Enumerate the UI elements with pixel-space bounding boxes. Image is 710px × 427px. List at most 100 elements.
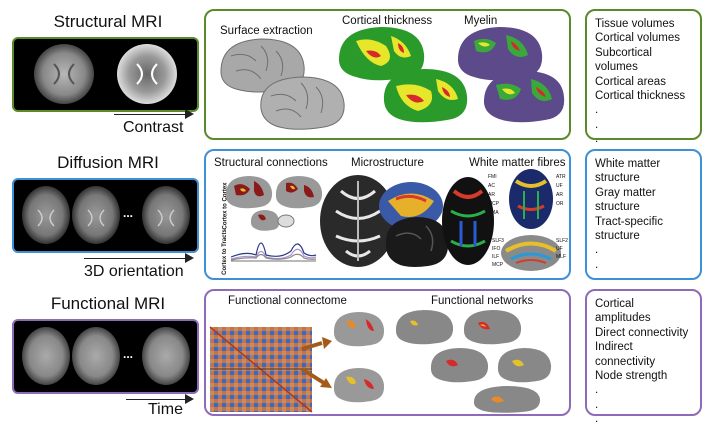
diffusion-measure-item: structure (595, 230, 640, 243)
microstructure-3d-brain (385, 217, 449, 267)
diffusion-measure-item: Gray matter (595, 186, 656, 199)
diffusion-scan-ellipsis: ... (123, 206, 134, 220)
tract-labels-right-bottom: SLF2 UF MLF (556, 237, 568, 261)
tract-labels-left-top: FMI AC AR MCP FMA (488, 173, 499, 218)
structural-measure-item: Subcortical volumes (595, 46, 652, 74)
tract-label: FMA (488, 210, 499, 216)
matrix-diagonal (209, 326, 313, 413)
structural-measure-item: Cortical volumes (595, 32, 680, 45)
cortical-thickness-label: Cortical thickness (342, 15, 433, 27)
tract-profile-plot (230, 242, 317, 262)
structural-brain-slices (34, 44, 177, 104)
connectome-brain-bottom (333, 368, 385, 403)
functional-measure-item: Indirect connectivity (595, 341, 656, 368)
diffusion-renders (225, 169, 561, 271)
functional-measure-item: Cortical amplitudes (595, 298, 651, 325)
structural-measure-item: . (595, 118, 599, 131)
structural-measure-item: . (595, 104, 599, 117)
functional-measures-list: Cortical amplitudes Direct connectivity … (585, 289, 702, 425)
structural-measure-item: Cortical areas (595, 75, 666, 88)
structural-mri-title: Structural MRI (53, 12, 163, 31)
diffusion-scan-thumbnail: ... (12, 178, 199, 253)
diffusion-measure-item: structure (595, 172, 640, 185)
network-brain-3 (430, 348, 489, 383)
tract-label: UF (556, 246, 563, 252)
microstructure-axial-fa (320, 175, 396, 267)
fibres-tract-atlas-top (509, 169, 553, 229)
functional-measure-item: Node strength (595, 370, 668, 383)
tract-labels-right-top: ATR UF AR OR (556, 173, 566, 209)
diffusion-measures-list: White matter structure Gray matter struc… (585, 149, 702, 280)
tract-label: AC (488, 183, 495, 189)
functional-networks-label: Functional networks (431, 295, 534, 307)
tract-label: MLF (556, 254, 566, 260)
network-brain-2 (463, 310, 522, 345)
tract-label: SLF2 (556, 238, 568, 244)
structural-brain-renders (220, 27, 565, 130)
structural-measures-list: Tissue volumes Cortical volumes Subcorti… (585, 9, 702, 145)
functional-panel: Functional connectome Functional network… (204, 289, 571, 416)
myelin-map-1 (457, 27, 543, 81)
diffusion-measure-item: . (595, 258, 599, 271)
white-matter-fibres-label: White matter fibres (469, 157, 566, 169)
microstructure-label: Microstructure (351, 157, 424, 169)
tract-label: ATR (556, 174, 566, 180)
tract-label: MCP (492, 262, 504, 268)
diffusion-measure-item: White matter (595, 158, 661, 170)
diffusion-brain-slices (22, 186, 190, 244)
matrix-to-brain-arrows (300, 337, 332, 388)
tract-label: MCP (488, 201, 500, 207)
network-brain-1 (395, 310, 454, 345)
functional-measure-item: Direct connectivity (595, 326, 689, 339)
fibres-colour-fa (442, 177, 494, 265)
tract-label: IFO (492, 246, 501, 252)
functional-scan-thumbnail: ... (12, 319, 199, 394)
tract-labels-left-bottom: SLF3 IFO ILF MCP (492, 237, 504, 269)
myelin-map-2 (483, 71, 565, 123)
tract-label: FMI (488, 174, 497, 180)
myelin-label: Myelin (464, 15, 498, 27)
network-brain-5 (473, 386, 541, 413)
surface-extraction-label: Surface extraction (220, 25, 313, 37)
tract-label: UF (556, 183, 563, 189)
connection-brain-3 (250, 210, 280, 231)
time-arrow-head (185, 394, 194, 404)
functional-brain-slices (22, 327, 190, 385)
connection-brain-2 (275, 176, 323, 209)
connectome-brain-top (333, 312, 385, 347)
contrast-arrow-head (185, 109, 194, 119)
functional-measure-item: . (595, 384, 599, 397)
connection-brain-1 (225, 176, 273, 209)
functional-measure-item: . (595, 413, 599, 426)
time-axis-label: Time (148, 401, 183, 418)
functional-renders (209, 310, 552, 413)
structural-measure-item: . (595, 133, 599, 146)
structural-scan-thumbnail (12, 37, 199, 112)
network-brain-4 (497, 348, 552, 383)
structural-connections-label: Structural connections (214, 157, 328, 169)
thickness-map-1 (338, 27, 425, 81)
functional-mri-title: Functional MRI (50, 294, 166, 313)
tract-label: AR (556, 192, 563, 198)
diffusion-measure-item: structure (595, 201, 640, 214)
tract-label: OR (556, 201, 564, 207)
functional-measure-item: . (595, 398, 599, 411)
diffusion-mri-title: Diffusion MRI (57, 153, 159, 172)
connection-brain-4 (277, 214, 295, 228)
orientation-arrow-line (84, 258, 186, 259)
structural-measure-item: Cortical thickness (595, 90, 686, 103)
orientation-arrow-head (185, 253, 194, 263)
diffusion-panel: Structural connections Microstructure Wh… (204, 149, 571, 280)
tract-label: AR (488, 192, 495, 198)
tract-label: ILF (492, 254, 500, 260)
tract-label: SLF3 (492, 238, 504, 244)
thickness-map-2 (383, 69, 468, 123)
contrast-arrow-line (114, 114, 186, 115)
structural-panel: Surface extraction Cortical thickness My… (204, 9, 571, 140)
fibres-tract-atlas-bottom (501, 235, 561, 271)
surface-brain-2 (260, 76, 345, 130)
contrast-axis-label: Contrast (123, 119, 184, 136)
diffusion-measure-item: . (595, 244, 599, 257)
structural-measure-item: Tissue volumes (595, 18, 675, 30)
diffusion-measure-item: Tract-specific (595, 215, 663, 228)
